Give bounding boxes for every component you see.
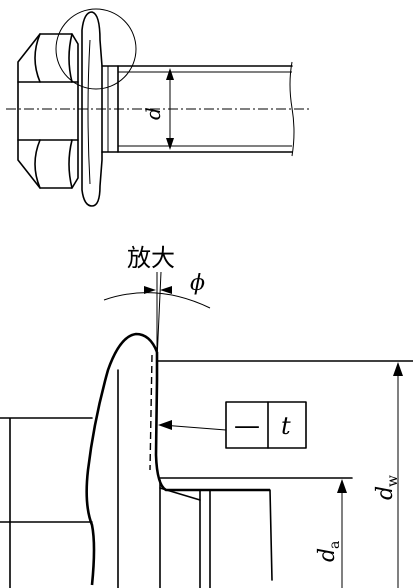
shank-section [165, 489, 273, 588]
svg-text:a: a [327, 541, 343, 549]
enlarge-label: 放大 [127, 244, 175, 272]
svg-text:w: w [385, 475, 401, 487]
tolerance-leader [161, 424, 227, 431]
dw-arrow [393, 362, 403, 376]
dw-label: d w [373, 475, 401, 500]
tolerance-leader-arrow [158, 420, 172, 430]
flange-collar [81, 11, 103, 207]
angle-arrow-left [144, 286, 156, 294]
angle-reference-line [156, 271, 162, 361]
detail-circle [55, 8, 137, 90]
svg-text:d: d [315, 548, 340, 562]
d-arrow-top [166, 68, 174, 80]
enlarged-detail: 放大 ϕ d w d [0, 244, 413, 588]
flatness-tolerance-frame: — t [225, 401, 307, 449]
hex-chamfer-arc [34, 33, 41, 83]
angle-label: ϕ [190, 271, 205, 296]
bolt-side-view: d [6, 8, 312, 207]
flange-inner-line [87, 39, 91, 185]
da-label: d a [315, 541, 343, 562]
flange-enlarged-outline [85, 332, 159, 586]
tolerance-value: t [281, 412, 291, 440]
head-block [0, 417, 93, 588]
hidden-profile-line [149, 354, 153, 471]
hex-chamfer-arc [68, 33, 73, 83]
angle-arrow-right [160, 286, 172, 294]
d-arrow-bottom [166, 138, 174, 150]
d-label: d [141, 107, 165, 120]
hex-chamfer-arc [68, 139, 73, 189]
svg-text:d: d [373, 486, 398, 500]
break-line [289, 61, 295, 157]
da-arrow [337, 479, 347, 493]
hex-chamfer-arc [34, 139, 41, 189]
flatness-symbol: — [234, 411, 260, 441]
shank-fillet [159, 487, 201, 501]
